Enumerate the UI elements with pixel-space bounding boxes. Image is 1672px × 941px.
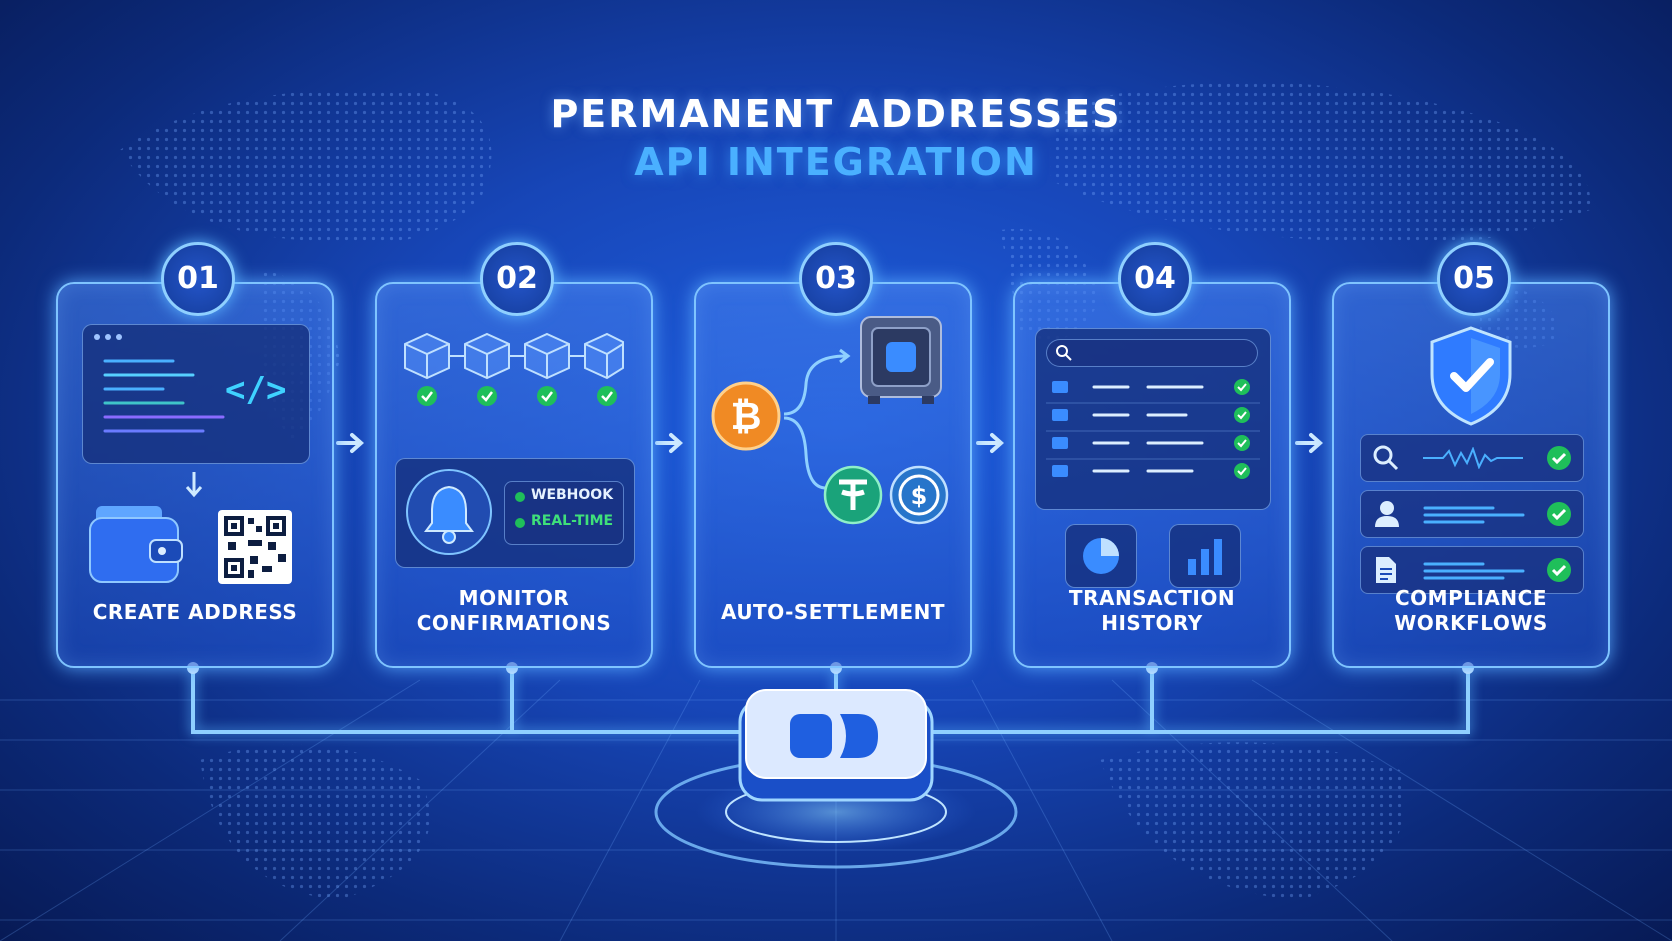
page-subtitle: API INTEGRATION: [634, 140, 1038, 184]
realtime-tag: REAL-TIME: [531, 513, 614, 529]
arrow-right-icon: [336, 433, 365, 453]
block-chain-icon: [404, 332, 624, 406]
document-icon: [1376, 557, 1396, 583]
step-number-badge: 02: [480, 242, 554, 316]
step-card-monitor-confirmations: 02 WEBHOOK REAL-TIME MONITOR CONFIRMATIO…: [375, 242, 653, 668]
bitcoin-icon: ₿: [711, 381, 781, 451]
arrow-right-icon: [976, 433, 1005, 453]
pie-chart-icon: [1065, 524, 1137, 588]
step-card-auto-settlement: 03 ₿ $ AUTO-SETTLEMENT: [694, 242, 972, 668]
step-label: AUTO-SETTLEMENT: [720, 600, 946, 624]
arrow-right-icon: [1295, 433, 1324, 453]
transaction-table: [1035, 328, 1271, 510]
step-card-create-address: 01 </> CREATE ADDRESS: [56, 242, 334, 668]
step-number-badge: 03: [799, 242, 873, 316]
svg-text:₿: ₿: [731, 394, 762, 438]
step-label: COMPLIANCE: [1395, 586, 1547, 610]
step-number-badge: 01: [161, 242, 235, 316]
step-label: WORKFLOWS: [1394, 611, 1548, 635]
text-lines: [1423, 506, 1525, 524]
hub-platform: [654, 689, 1018, 869]
step-label: CREATE ADDRESS: [92, 600, 298, 624]
step-label: TRANSACTION: [1068, 586, 1236, 610]
step-number-badge: 04: [1118, 242, 1192, 316]
step-card-compliance-workflows: 05 COMPLIANCE WORKFLOWS: [1332, 242, 1610, 668]
tether-icon: [823, 465, 883, 525]
svg-text:$: $: [911, 482, 928, 510]
step-label: CONFIRMATIONS: [416, 611, 612, 635]
status-tags: WEBHOOK REAL-TIME: [504, 481, 624, 545]
usdc-icon: $: [889, 465, 949, 525]
compliance-row-document: [1360, 546, 1584, 594]
step-label: HISTORY: [1101, 611, 1203, 635]
wallet-icon: [89, 506, 183, 583]
page-title: PERMANENT ADDRESSES: [550, 92, 1122, 136]
shield-check-icon: [1430, 326, 1512, 426]
bar-chart-icon: [1169, 524, 1241, 588]
bell-icon: [406, 469, 492, 555]
activity-wave: [1423, 447, 1523, 469]
compliance-row-user: [1360, 490, 1584, 538]
transaction-rows: [1046, 379, 1260, 479]
search-icon: [1056, 345, 1072, 361]
vault-icon: [860, 316, 942, 404]
user-icon: [1375, 501, 1399, 527]
text-lines: [1423, 562, 1525, 580]
check-icon: [1547, 446, 1571, 470]
settlement-flow: [783, 348, 851, 490]
search-input[interactable]: [1046, 339, 1258, 367]
step-number-badge: 05: [1437, 242, 1511, 316]
check-icon: [1547, 558, 1571, 582]
check-icon: [1547, 502, 1571, 526]
notification-panel: WEBHOOK REAL-TIME: [395, 458, 635, 568]
webhook-tag: WEBHOOK: [531, 487, 614, 503]
step-card-transaction-history: 04 TRANSACTION HISTORY: [1013, 242, 1291, 668]
arrow-right-icon: [655, 433, 684, 453]
search-icon: [1373, 445, 1399, 471]
qr-code-icon: [218, 510, 292, 584]
svg-text:</>: </>: [225, 370, 286, 410]
code-window-icon: </>: [82, 324, 310, 464]
compliance-row-search: [1360, 434, 1584, 482]
arrow-down-icon: [185, 472, 203, 498]
step-label: MONITOR: [458, 586, 570, 610]
